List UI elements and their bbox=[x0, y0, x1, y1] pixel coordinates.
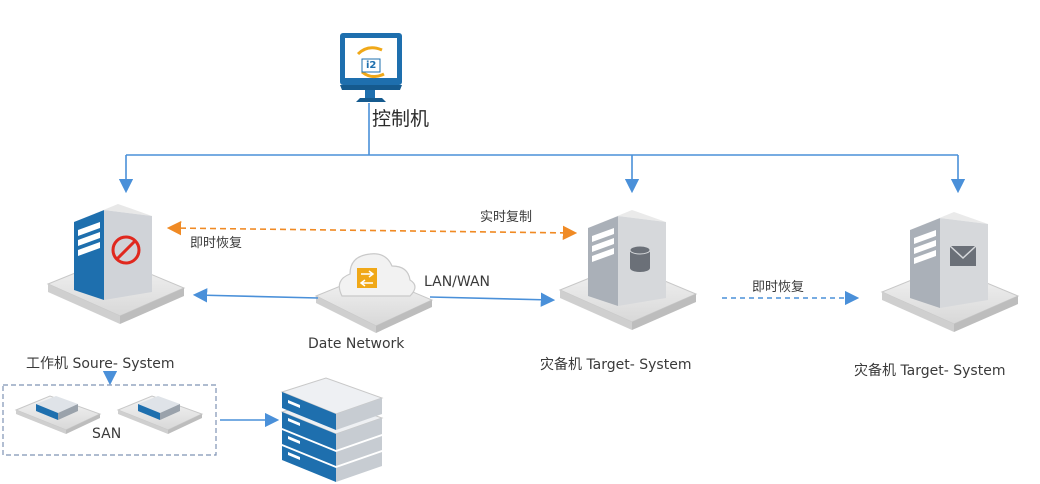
instant-recovery-left-label: 即时恢复 bbox=[190, 236, 243, 251]
san-device-2-icon bbox=[116, 395, 204, 434]
source-system-label: 工作机 Soure- System bbox=[26, 356, 175, 372]
target-system-1-label: 灾备机 Target- System bbox=[540, 357, 692, 373]
control-connection-lines bbox=[118, 103, 966, 194]
target-system-2-label: 灾备机 Target- System bbox=[854, 363, 1006, 379]
date-network-label: Date Network bbox=[308, 336, 405, 352]
controller-label: 控制机 bbox=[372, 108, 430, 130]
san-device-1-icon bbox=[14, 395, 102, 434]
lan-wan-network-arrows bbox=[192, 288, 556, 307]
instant-recovery-right-label: 即时恢复 bbox=[752, 280, 805, 295]
lan-wan-label: LAN/WAN bbox=[424, 274, 491, 290]
storage-rack-icon bbox=[280, 377, 384, 482]
data-network-cloud-icon bbox=[314, 253, 434, 333]
controller-monitor-icon bbox=[340, 33, 402, 102]
san-label: SAN bbox=[92, 426, 122, 442]
target-server-1-icon bbox=[558, 210, 698, 330]
target-server-2-icon bbox=[880, 212, 1020, 332]
realtime-replication-label: 实时复制 bbox=[480, 210, 533, 225]
monitor-logo-text: i2 bbox=[366, 60, 377, 71]
san-group-box bbox=[2, 384, 217, 456]
source-server-icon bbox=[46, 204, 186, 324]
realtime-replication-arrow bbox=[166, 220, 578, 241]
